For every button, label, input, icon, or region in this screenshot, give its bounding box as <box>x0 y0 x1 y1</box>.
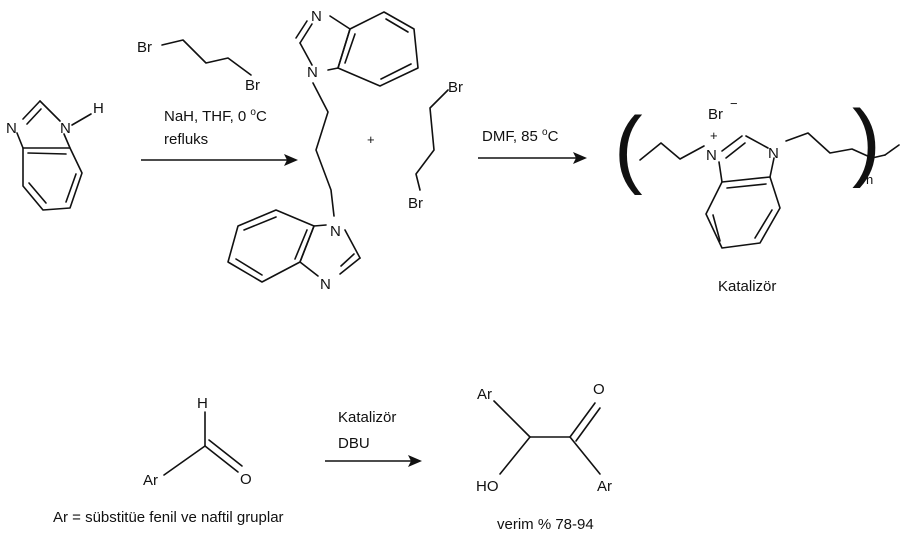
right-parenthesis: ) <box>852 93 881 189</box>
dibromopropane-chain <box>415 89 449 191</box>
reaction-1-conditions: NaH, THF, 0 oC refluks <box>164 107 267 148</box>
atom-label-n: N <box>768 145 779 162</box>
atom-label-n: N <box>330 223 341 240</box>
benzimidazole-molecule: N N H <box>6 100 104 211</box>
atom-label-br: Br <box>408 195 423 212</box>
bond <box>718 161 723 183</box>
benzimidazole-double-bond <box>28 182 47 204</box>
reaction-2-conditions: DMF, 85 oC <box>482 127 559 145</box>
bond <box>299 261 319 277</box>
positive-charge: + <box>710 128 718 143</box>
polymer-chain-left <box>639 142 705 161</box>
atom-label-n: N <box>60 120 71 137</box>
dibromopropane-reagent-1: Br Br <box>137 39 260 94</box>
dibromopropane-chain <box>161 39 252 76</box>
atom-label-n: N <box>311 8 322 25</box>
double-bond <box>385 18 409 33</box>
c-o-bond <box>204 445 239 473</box>
bond <box>327 67 339 71</box>
double-bond <box>380 63 412 80</box>
bromide-counterion: Br <box>708 106 723 123</box>
benzene-ring-upper <box>337 11 419 87</box>
atom-label-o: O <box>593 381 605 398</box>
bis-benzimidazolyl-propane-molecule: N N N N <box>227 8 419 293</box>
aryl-label: Ar <box>477 386 492 403</box>
aryl-label: Ar <box>597 478 612 495</box>
benzimidazole-benzene-ring <box>22 147 83 211</box>
aldehyde-molecule: H Ar O <box>143 395 252 489</box>
bond <box>339 257 361 275</box>
n-h-bond <box>71 113 92 126</box>
dibromopropane-reagent-2: Br Br <box>408 79 463 212</box>
yield-note: verim % 78-94 <box>497 516 594 533</box>
atom-label-n: N <box>320 276 331 293</box>
propylene-linker <box>312 82 335 217</box>
polymer-chain-right <box>785 132 886 159</box>
atom-label-n: N <box>706 147 717 164</box>
aryl-label: Ar <box>143 472 158 489</box>
benzene-ring-lower <box>227 209 315 283</box>
double-bond <box>712 214 721 242</box>
bond <box>329 15 351 30</box>
double-bond <box>340 253 355 267</box>
c-ar-bond <box>163 445 206 476</box>
reaction-arrow-3 <box>325 455 422 467</box>
bond <box>344 229 361 259</box>
atom-label-h: H <box>197 395 208 412</box>
polymer-catalyst-molecule: ( ) n Br − N + N <box>614 93 900 249</box>
atom-label-br: Br <box>137 39 152 56</box>
bond <box>299 23 313 44</box>
c-o-double-bond <box>208 439 243 467</box>
reaction-arrow-1 <box>141 154 298 166</box>
repeat-subscript: n <box>866 172 873 187</box>
c-o-double-bond <box>575 407 601 442</box>
reaction-arrow-2 <box>478 152 587 164</box>
double-bond <box>295 20 308 39</box>
polymer-chain-end <box>884 144 900 156</box>
hydroxyl-label: HO <box>476 478 499 495</box>
c-o-bond <box>569 402 596 438</box>
left-parenthesis: ( <box>614 100 643 196</box>
double-bond <box>754 209 773 239</box>
benzimidazole-double-bond <box>26 108 42 125</box>
benzimidazole-bond <box>39 100 61 122</box>
bond <box>745 135 769 149</box>
benzoin-product-molecule: Ar O HO Ar <box>476 381 612 495</box>
bond <box>493 400 531 438</box>
atom-label-h: H <box>93 100 104 117</box>
double-bond <box>294 229 308 260</box>
benzimidazole-double-bond <box>65 173 77 203</box>
bond <box>721 135 743 152</box>
c-ar-bond <box>569 436 601 475</box>
double-bond <box>344 33 356 64</box>
benzene-ring-catalyst <box>705 176 781 249</box>
double-bond <box>725 142 746 159</box>
bond <box>769 157 775 178</box>
atom-label-n: N <box>307 64 318 81</box>
catalyst-label: Katalizör <box>718 278 776 295</box>
double-bond <box>235 258 263 276</box>
atom-label-br: Br <box>245 77 260 94</box>
negative-charge: − <box>730 96 738 111</box>
benzimidazole-bond <box>22 100 41 120</box>
double-bond <box>243 216 277 231</box>
reaction-3-catalyst: Katalizör <box>338 409 396 426</box>
reaction-condition-reflux: refluks <box>164 131 208 148</box>
bond <box>313 224 327 227</box>
bond <box>299 42 313 66</box>
reaction-3-base: DBU <box>338 435 370 452</box>
benzimidazole-bond <box>63 133 71 149</box>
benzimidazole-bond <box>16 132 24 149</box>
double-bond <box>726 183 767 189</box>
plus-sign: + <box>367 132 375 147</box>
reagent-conditions: NaH, THF, 0 oC <box>164 107 267 125</box>
atom-label-n: N <box>6 120 17 137</box>
atom-label-o: O <box>240 471 252 488</box>
atom-label-br: Br <box>448 79 463 96</box>
c-oh-bond <box>499 436 531 475</box>
benzimidazole-double-bond <box>27 152 67 155</box>
aryl-definition-note: Ar = sübstitüe fenil ve naftil gruplar <box>53 509 284 526</box>
